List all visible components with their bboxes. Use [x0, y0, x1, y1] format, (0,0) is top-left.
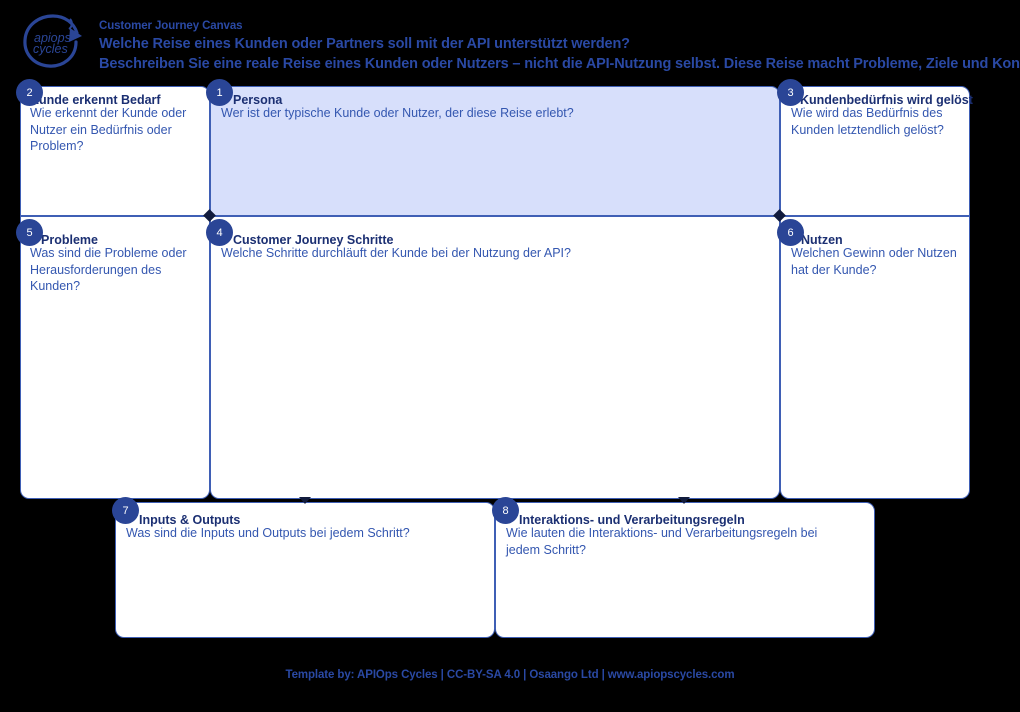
svg-text:apiops: apiops	[34, 31, 71, 45]
badge-number: 2	[26, 86, 33, 99]
box-title-8: Interaktions- und Verarbeitungsregeln	[519, 513, 745, 527]
box-desc-2: Wie erkennt der Kunde oder Nutzer ein Be…	[30, 106, 187, 153]
box-title-2: Kunde erkennt Bedarf	[30, 93, 161, 107]
badge-number: 1	[216, 86, 223, 99]
badge-3: 3	[777, 79, 804, 106]
box-desc-1: Wer ist der typische Kunde oder Nutzer, …	[221, 106, 574, 120]
canvas-question: Welche Reise eines Kunden oder Partners …	[99, 36, 630, 52]
badge-6: 6	[777, 219, 804, 246]
canvas-box-5[interactable]	[20, 216, 210, 499]
box-desc-7: Was sind die Inputs und Outputs bei jede…	[126, 526, 410, 540]
header-text-block: Customer Journey Canvas Welche Reise ein…	[99, 19, 1020, 74]
canvas-box-6[interactable]	[780, 216, 970, 499]
box-title-6: Nutzen	[801, 233, 843, 247]
box-title-4: Customer Journey Schritte	[233, 233, 394, 247]
connector-arrow-rules	[678, 497, 690, 504]
box-desc-3: Wie wird das Bedürfnis des Kunden letzte…	[791, 106, 944, 137]
badge-number: 6	[787, 226, 794, 239]
badge-number: 4	[216, 226, 223, 239]
box-desc-5: Was sind die Probleme oder Herausforderu…	[30, 246, 187, 293]
canvas-title: Customer Journey Canvas	[99, 20, 243, 32]
badge-5: 5	[16, 219, 43, 246]
canvas-box-3[interactable]	[780, 86, 970, 216]
canvas-box-2[interactable]	[20, 86, 210, 216]
badge-2: 2	[16, 79, 43, 106]
badge-number: 8	[502, 504, 509, 517]
badge-number: 3	[787, 86, 794, 99]
badge-4: 4	[206, 219, 233, 246]
box-desc-4: Welche Schritte durchläuft der Kunde bei…	[221, 246, 571, 260]
badge-8: 8	[492, 497, 519, 524]
badge-7: 7	[112, 497, 139, 524]
canvas-box-4[interactable]	[210, 216, 780, 499]
box-title-3: Kundenbedürfnis wird gelöst	[800, 93, 973, 107]
svg-text:cycles: cycles	[33, 42, 68, 56]
box-desc-8: Wie lauten die Interaktions- und Verarbe…	[506, 526, 818, 557]
box-title-5: Probleme	[41, 233, 98, 247]
footer-credit: Template by: APIOps Cycles | CC-BY-SA 4.…	[285, 669, 735, 681]
canvas-box-1[interactable]	[210, 86, 780, 216]
apiops-cycles-logo-icon: apiops cycles	[14, 11, 92, 71]
box-title-7: Inputs & Outputs	[139, 513, 241, 527]
connector-arrow-inputs	[299, 497, 311, 504]
box-desc-6: Welchen Gewinn oder Nutzen hat der Kunde…	[791, 246, 957, 277]
canvas-header: apiops cycles Customer Journey Canvas We…	[0, 0, 1020, 80]
badge-1: 1	[206, 79, 233, 106]
box-title-1: Persona	[233, 93, 283, 107]
canvas-subtitle: Beschreiben Sie eine reale Reise eines K…	[99, 56, 1020, 72]
badge-number: 7	[122, 504, 129, 517]
badge-number: 5	[26, 226, 33, 239]
